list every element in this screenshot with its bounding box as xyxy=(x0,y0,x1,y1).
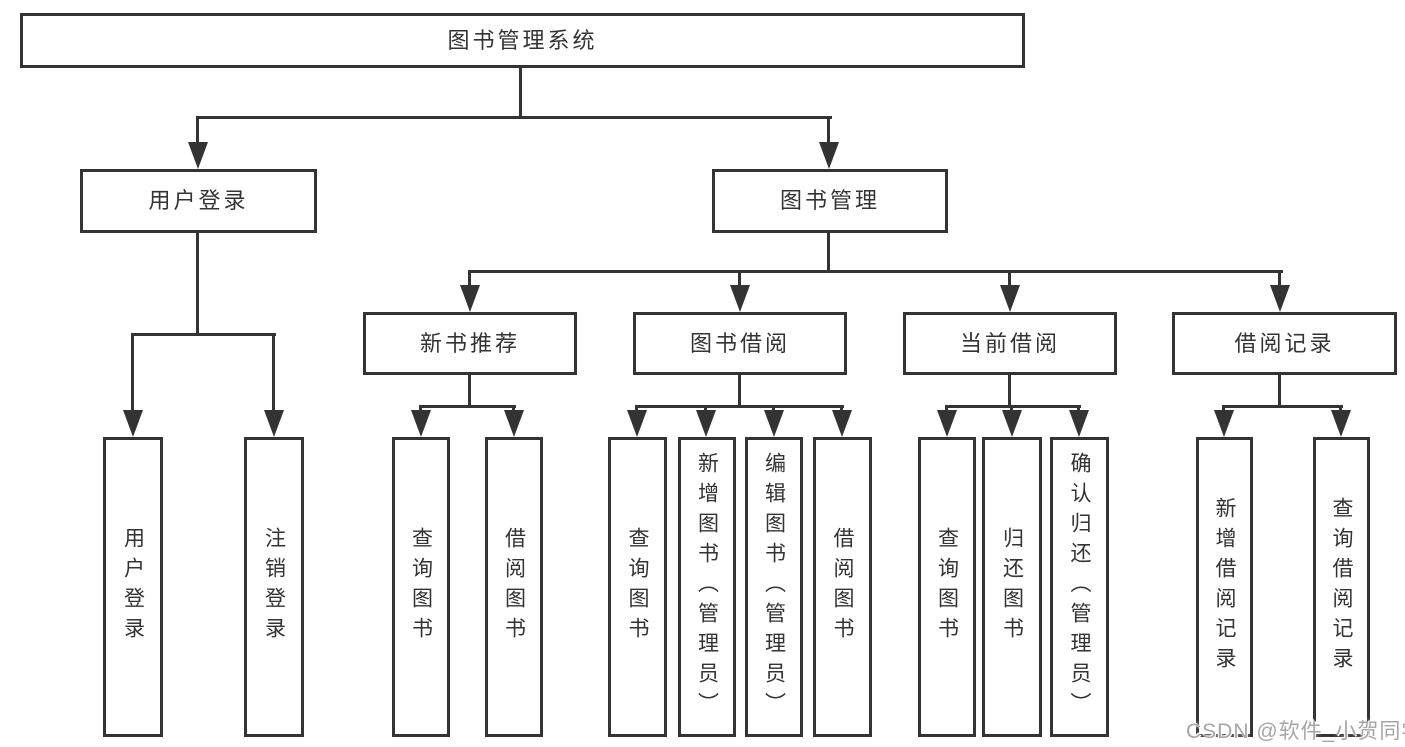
arrowhead-down-icon xyxy=(937,410,957,437)
arrowhead-down-icon xyxy=(1331,410,1351,437)
connector-line xyxy=(419,405,516,408)
node-book-borrowing: 图书借阅 xyxy=(633,312,847,375)
arrowhead-down-icon xyxy=(504,410,524,437)
node-edit-book-admin: 编辑图书（管理员） xyxy=(745,437,803,737)
node-user-login: 用户登录 xyxy=(80,169,317,233)
node-root: 图书管理系统 xyxy=(20,13,1025,68)
connector-line xyxy=(827,231,830,273)
connector-line xyxy=(131,333,276,336)
node-confirm-return-admin: 确认归还（管理员） xyxy=(1050,437,1109,737)
arrowhead-down-icon xyxy=(1002,410,1022,437)
watermark: CSDN @软件_小贺同学 xyxy=(1186,720,1405,743)
node-query-borrowing-record: 查询借阅记录 xyxy=(1313,437,1370,737)
connector-line xyxy=(468,270,1283,273)
node-query-books-2: 查询图书 xyxy=(608,437,667,737)
node-borrowing-records: 借阅记录 xyxy=(1172,312,1397,375)
arrowhead-down-icon xyxy=(1270,285,1290,312)
arrowhead-down-icon xyxy=(460,285,480,312)
connector-line xyxy=(635,405,844,408)
node-logout: 注销登录 xyxy=(244,437,304,737)
connector-line xyxy=(738,373,741,407)
connector-line xyxy=(738,270,741,288)
connector-line xyxy=(196,116,832,119)
arrowhead-down-icon xyxy=(188,142,208,169)
connector-line xyxy=(196,116,199,146)
connector-line xyxy=(1008,373,1011,407)
node-add-book-admin: 新增图书（管理员） xyxy=(678,437,736,737)
node-query-books-3: 查询图书 xyxy=(918,437,976,737)
arrowhead-down-icon xyxy=(1069,410,1089,437)
connector-line xyxy=(468,270,471,288)
arrowhead-down-icon xyxy=(123,410,143,437)
connector-line xyxy=(1222,405,1343,408)
arrowhead-down-icon xyxy=(411,410,431,437)
node-login: 用户登录 xyxy=(103,437,163,737)
connector-line xyxy=(945,405,1081,408)
connector-line xyxy=(1278,373,1281,407)
connector-line xyxy=(1278,270,1281,288)
node-query-books-1: 查询图书 xyxy=(392,437,450,737)
node-add-borrowing-record: 新增借阅记录 xyxy=(1196,437,1253,737)
arrowhead-down-icon xyxy=(1000,285,1020,312)
connector-line xyxy=(519,66,522,119)
arrowhead-down-icon xyxy=(764,410,784,437)
connector-line xyxy=(827,116,830,146)
node-current-borrowing: 当前借阅 xyxy=(903,312,1117,375)
arrowhead-down-icon xyxy=(696,410,716,437)
connector-line xyxy=(196,231,199,335)
connector-line xyxy=(1008,270,1011,288)
arrowhead-down-icon xyxy=(627,410,647,437)
arrowhead-down-icon xyxy=(730,285,750,312)
arrowhead-down-icon xyxy=(1214,410,1234,437)
arrowhead-down-icon xyxy=(264,410,284,437)
node-borrow-books-2: 借阅图书 xyxy=(813,437,872,737)
arrowhead-down-icon xyxy=(832,410,852,437)
node-borrow-books-1: 借阅图书 xyxy=(485,437,543,737)
connector-line xyxy=(131,333,134,413)
arrowhead-down-icon xyxy=(819,142,839,169)
connector-line xyxy=(468,373,471,407)
node-book-management: 图书管理 xyxy=(712,169,948,233)
connector-line xyxy=(272,333,275,413)
node-return-books: 归还图书 xyxy=(982,437,1042,737)
node-new-book-recommend: 新书推荐 xyxy=(363,312,577,375)
